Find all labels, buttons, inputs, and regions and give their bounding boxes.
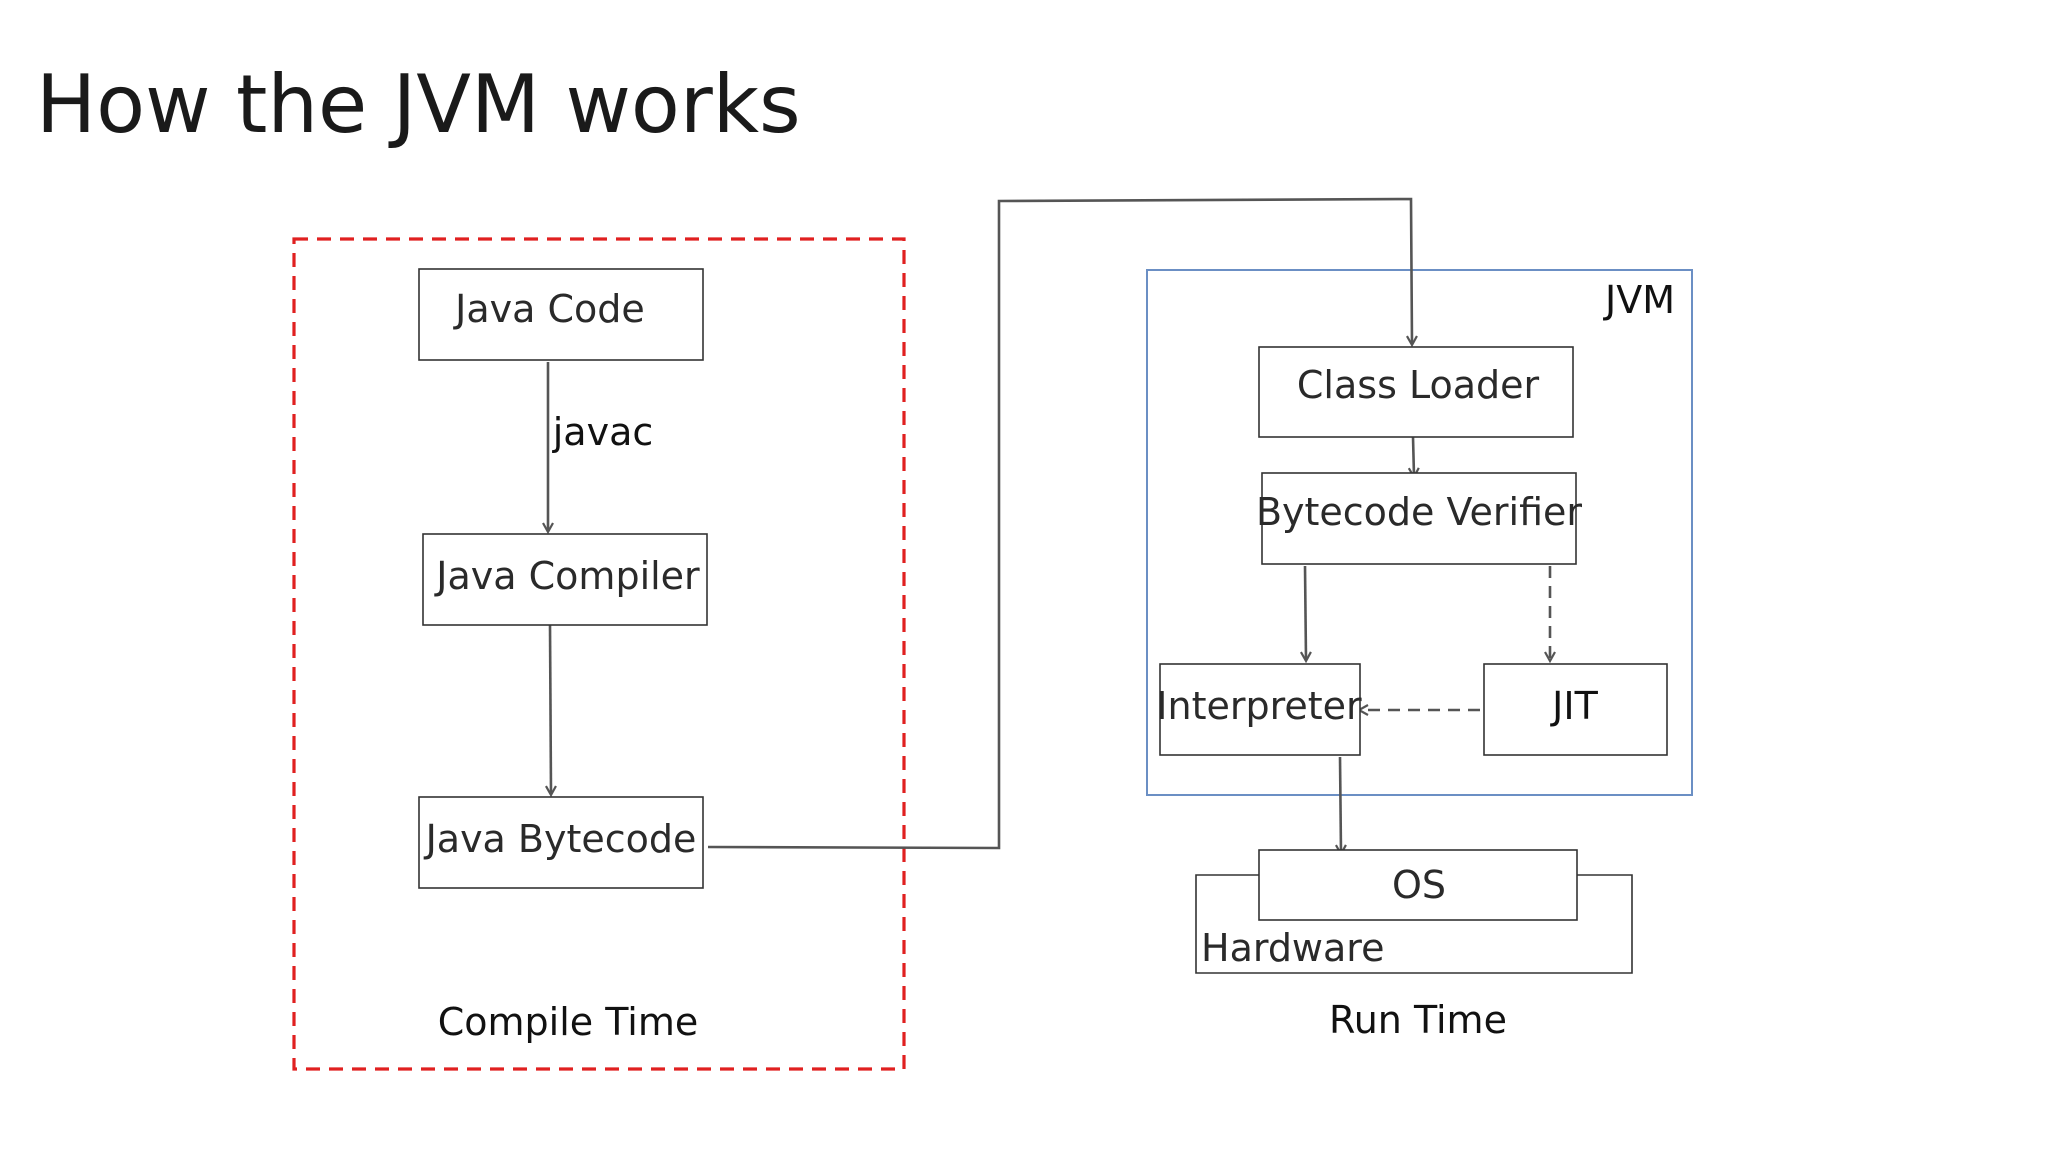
compile-time-region xyxy=(292,237,906,1071)
bytecode-verifier-label: Bytecode Verifier xyxy=(1256,490,1582,534)
connector-bytecode-to-class-loader xyxy=(707,197,1412,850)
class-loader-label: Class Loader xyxy=(1297,363,1540,407)
java-bytecode-label: Java Bytecode xyxy=(424,817,697,861)
arrow-compiler-to-bytecode xyxy=(550,624,551,794)
interpreter-box xyxy=(1159,663,1361,756)
javac-label: javac xyxy=(552,410,654,454)
arrow-class-loader-to-verifier xyxy=(1413,436,1414,476)
java-compiler-box xyxy=(422,533,708,626)
java-code-box xyxy=(418,268,704,361)
arrow-interpreter-to-os xyxy=(1340,756,1341,853)
arrow-verifier-to-interpreter xyxy=(1305,565,1306,660)
hardware-box xyxy=(1195,874,1633,974)
class-loader-box xyxy=(1258,346,1574,438)
hardware-label: Hardware xyxy=(1201,926,1384,970)
java-code-label: Java Code xyxy=(453,287,645,331)
jit-label: JIT xyxy=(1550,684,1598,728)
compile-time-label: Compile Time xyxy=(438,1000,699,1044)
jvm-label: JVM xyxy=(1603,278,1675,322)
interpreter-label: Interpreter xyxy=(1156,684,1362,728)
run-time-label: Run Time xyxy=(1329,998,1507,1042)
page-title: How the JVM works xyxy=(36,58,801,151)
jvm-region xyxy=(1146,269,1693,796)
jit-box xyxy=(1483,663,1668,756)
os-label: OS xyxy=(1392,863,1446,907)
os-box xyxy=(1258,849,1578,921)
bytecode-verifier-box xyxy=(1261,472,1577,565)
java-bytecode-box xyxy=(418,796,704,889)
java-compiler-label: Java Compiler xyxy=(434,554,700,598)
